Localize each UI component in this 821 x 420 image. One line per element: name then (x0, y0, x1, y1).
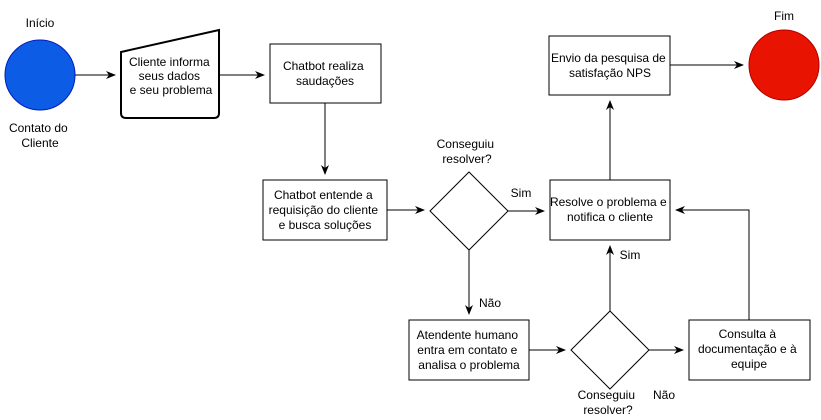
decisao-chatbot-diamond (429, 171, 509, 251)
chatbot-saudacoes-node: Chatbot realiza saudações (269, 43, 382, 104)
pesquisa-nps-box (548, 35, 671, 96)
resolve-label: Resolve o problema e notifica o cliente (550, 195, 670, 224)
manual-input-shape (120, 28, 220, 119)
resolve-node: Resolve o problema e notifica o cliente (549, 179, 671, 241)
end-title: Fim (774, 9, 794, 23)
chatbot-entende-node: Chatbot entende a requisição do cliente … (262, 179, 388, 241)
atendente-node: Atendente humano entra em contato e anal… (408, 319, 530, 381)
decisao-chatbot-label: Conseguiu resolver? (437, 137, 498, 166)
edge-label-nao-chatbot: Não (479, 296, 501, 310)
edge-label-sim-atendente: Sim (620, 248, 641, 262)
decisao-atendente-label: Conseguiu resolver? (578, 388, 639, 417)
edge-label-nao-atendente: Não (653, 388, 675, 402)
edge-consulta-resolve (675, 206, 750, 320)
chatbot-entende-label: Chatbot entende a requisição do cliente … (269, 188, 382, 232)
decisao-atendente-node: Conseguiu resolver? (570, 310, 650, 417)
pesquisa-nps-node: Envio da pesquisa de satisfação NPS (548, 35, 671, 96)
consulta-node: Consulta à documentação e à equipe (688, 319, 811, 381)
resolve-box (549, 179, 671, 241)
consulta-label: Consulta à documentação e à equipe (698, 327, 800, 371)
end-node: Fim (748, 9, 820, 101)
atendente-box (408, 319, 530, 381)
consulta-box (688, 319, 811, 381)
start-caption: Contato do Cliente (9, 121, 71, 150)
decisao-atendente-diamond (570, 310, 650, 390)
start-title: Início (26, 16, 55, 30)
pesquisa-nps-label: Envio da pesquisa de satisfação NPS (551, 51, 669, 80)
atendente-label: Atendente humano entra em contato e anal… (417, 328, 522, 372)
end-circle (748, 29, 820, 101)
chatbot-saudacoes-label: Chatbot realiza saudações (283, 59, 367, 88)
chatbot-saudacoes-box (269, 43, 382, 104)
start-node: Início Contato do Cliente (4, 16, 76, 150)
cliente-informa-node: Cliente informa seus dados e seu problem… (120, 28, 220, 119)
edge-label-sim-chatbot: Sim (511, 186, 532, 200)
start-circle (4, 39, 76, 111)
decisao-chatbot-node: Conseguiu resolver? (429, 137, 509, 251)
cliente-informa-label: Cliente informa seus dados e seu problem… (129, 55, 213, 97)
